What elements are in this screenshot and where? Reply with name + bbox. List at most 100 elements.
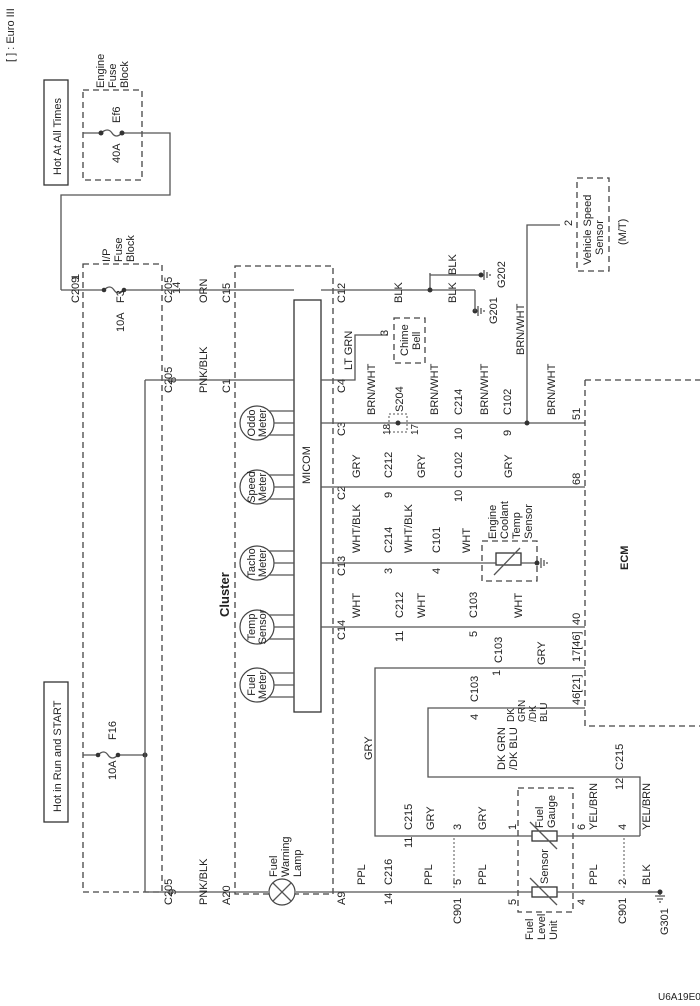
svg-text:BLK: BLK: [447, 254, 459, 275]
svg-text:WHT/BLK: WHT/BLK: [403, 503, 415, 553]
svg-text:1: 1: [507, 824, 519, 830]
svg-text:BLU: BLU: [539, 703, 550, 722]
svg-text:YEL/BRN: YEL/BRN: [641, 783, 653, 830]
svg-text:12: 12: [614, 778, 626, 790]
svg-text:WHT: WHT: [416, 593, 428, 618]
svg-text:WHT/BLK: WHT/BLK: [351, 503, 363, 553]
svg-text:F3: F3: [115, 290, 127, 303]
svg-text:Level: Level: [536, 914, 548, 940]
meter-label: Tacho: [246, 548, 258, 577]
svg-text:Gauge: Gauge: [546, 795, 558, 828]
svg-text:14: 14: [383, 893, 395, 905]
engine-coolant-temp-sensor: Engine Coolant Temp Sensor: [481, 501, 548, 582]
svg-text:4: 4: [576, 899, 588, 905]
svg-text:2: 2: [617, 879, 629, 885]
svg-text:F16: F16: [107, 721, 119, 740]
ecm: ECM: [584, 379, 700, 727]
svg-text:GRY: GRY: [416, 454, 428, 478]
svg-text:C215: C215: [403, 804, 415, 830]
svg-text:C13: C13: [336, 556, 348, 576]
svg-text:C901: C901: [452, 898, 464, 924]
svg-text:4: 4: [469, 714, 481, 720]
svg-text:C209: C209: [70, 277, 82, 303]
svg-text:LT GRN: LT GRN: [343, 331, 355, 370]
svg-text:3: 3: [383, 568, 395, 574]
svg-text:BLK: BLK: [447, 282, 459, 303]
cluster: Cluster MICOM: [217, 265, 334, 895]
svg-text:BRN/WHT: BRN/WHT: [366, 363, 378, 415]
svg-text:11: 11: [394, 631, 406, 642]
svg-text:ECM: ECM: [619, 546, 631, 570]
svg-text:C216: C216: [383, 859, 395, 885]
svg-text:Block: Block: [119, 61, 131, 88]
vehicle-speed-sensor: Vehicle Speed Sensor (M/T): [576, 177, 629, 272]
svg-text:Fuel: Fuel: [524, 919, 536, 940]
svg-text:9: 9: [502, 430, 514, 436]
fuel-warning-lamp-icon: Fuel Warning Lamp: [235, 836, 333, 906]
fuel-level-unit: Fuel Gauge Sensor Fuel Level Unit: [517, 787, 574, 940]
svg-text:PPL: PPL: [588, 864, 600, 885]
svg-text:40A: 40A: [111, 143, 123, 163]
svg-text:PNK/BLK: PNK/BLK: [198, 346, 210, 393]
svg-text:68: 68: [571, 473, 583, 485]
svg-text:Sensor: Sensor: [523, 504, 535, 539]
svg-text:MICOM: MICOM: [301, 446, 313, 484]
svg-text:Chime: Chime: [399, 324, 411, 356]
svg-text:Engine: Engine: [95, 54, 107, 88]
svg-text:GRY: GRY: [477, 806, 489, 830]
svg-text:C15: C15: [221, 283, 233, 303]
fuse-f3-icon: [61, 286, 162, 294]
svg-text:A20: A20: [221, 885, 233, 905]
svg-text:BRN/WHT: BRN/WHT: [515, 303, 527, 355]
svg-text:C214: C214: [453, 389, 465, 415]
hot-at-all-times-box: Hot At All Times: [43, 79, 69, 186]
svg-text:Fuel: Fuel: [534, 807, 546, 828]
svg-text:Fuel: Fuel: [268, 856, 280, 877]
svg-text:C102: C102: [502, 389, 514, 415]
svg-text:Hot in Run and START: Hot in Run and START: [52, 700, 64, 812]
engine-fuse-block: Engine Fuse Block Ef6 40A: [82, 54, 143, 181]
svg-text:C12: C12: [336, 283, 348, 303]
svg-text:WHT: WHT: [513, 593, 525, 618]
svg-text:Bell: Bell: [411, 332, 423, 350]
svg-text:ORN: ORN: [198, 279, 210, 304]
svg-text:Fuse: Fuse: [113, 238, 125, 262]
svg-text:Fuse: Fuse: [107, 64, 119, 88]
svg-text:BLK: BLK: [641, 864, 653, 885]
svg-text:46[21]: 46[21]: [571, 674, 583, 705]
svg-text:GRN: GRN: [517, 700, 528, 722]
svg-text:BLK: BLK: [393, 282, 405, 303]
svg-text:G201: G201: [488, 297, 500, 324]
meter-label: Meter: [257, 409, 269, 437]
svg-text:GRY: GRY: [363, 736, 375, 760]
svg-text:9: 9: [383, 492, 395, 498]
svg-text:GRY: GRY: [536, 641, 548, 665]
svg-text:WHT: WHT: [351, 593, 363, 618]
svg-text:C4: C4: [336, 379, 348, 393]
svg-text:BRN/WHT: BRN/WHT: [546, 363, 558, 415]
svg-text:C3: C3: [336, 422, 348, 436]
svg-text:Unit: Unit: [548, 920, 560, 940]
svg-text:10A: 10A: [115, 312, 127, 332]
svg-text:17[46]: 17[46]: [571, 631, 583, 662]
meter-label: Meter: [257, 549, 269, 577]
svg-text:Engine: Engine: [487, 505, 499, 539]
figure-id: U6A19E06: [658, 992, 700, 1003]
fuse-f16-icon: [83, 751, 145, 759]
svg-text:C214: C214: [383, 527, 395, 553]
svg-text:3: 3: [379, 330, 391, 336]
svg-text:Cluster: Cluster: [217, 572, 232, 617]
svg-text:C103: C103: [493, 637, 505, 663]
svg-text:4: 4: [431, 568, 443, 574]
svg-text:Hot At All Times: Hot At All Times: [52, 97, 64, 175]
meter-label: Meter: [257, 671, 269, 699]
svg-text:C212: C212: [383, 452, 395, 478]
svg-text:C14: C14: [336, 620, 348, 640]
svg-text:GRY: GRY: [425, 806, 437, 830]
svg-text:17: 17: [410, 423, 421, 435]
svg-text:G301: G301: [659, 908, 671, 935]
ground-g301-icon: [655, 889, 665, 903]
svg-text:DK: DK: [506, 708, 517, 722]
